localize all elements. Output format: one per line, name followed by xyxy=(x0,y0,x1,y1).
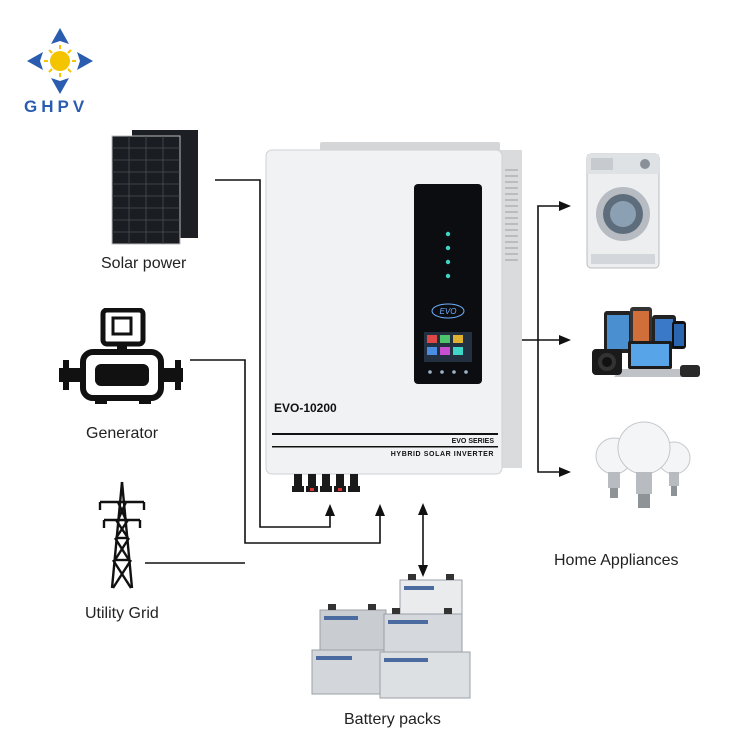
generator-icon xyxy=(59,308,183,404)
ghpv-logo xyxy=(27,28,93,94)
utility-tower-icon xyxy=(98,481,146,589)
solar-power-label: Solar power xyxy=(101,255,187,272)
hybrid-inverter: EVO EVO-10200 EVO SERIES HYBRID SOLAR IN… xyxy=(265,142,522,492)
inverter-badge: EVO xyxy=(440,307,457,316)
electronics-icon xyxy=(592,307,700,377)
inverter-type: HYBRID SOLAR INVERTER xyxy=(391,451,494,458)
home-appliances-label: Home Appliances xyxy=(554,552,679,569)
inverter-model: EVO-10200 xyxy=(274,401,337,415)
solar-panel-icon xyxy=(111,130,198,245)
light-bulb-icon xyxy=(595,421,691,508)
battery-packs-label: Battery packs xyxy=(344,711,441,728)
utility-grid-label: Utility Grid xyxy=(85,605,159,622)
inverter-series: EVO SERIES xyxy=(452,438,495,445)
brand-name: GHPV xyxy=(24,97,89,116)
generator-label: Generator xyxy=(86,425,159,442)
battery-icon xyxy=(311,574,471,699)
washing-machine-icon xyxy=(586,153,660,269)
